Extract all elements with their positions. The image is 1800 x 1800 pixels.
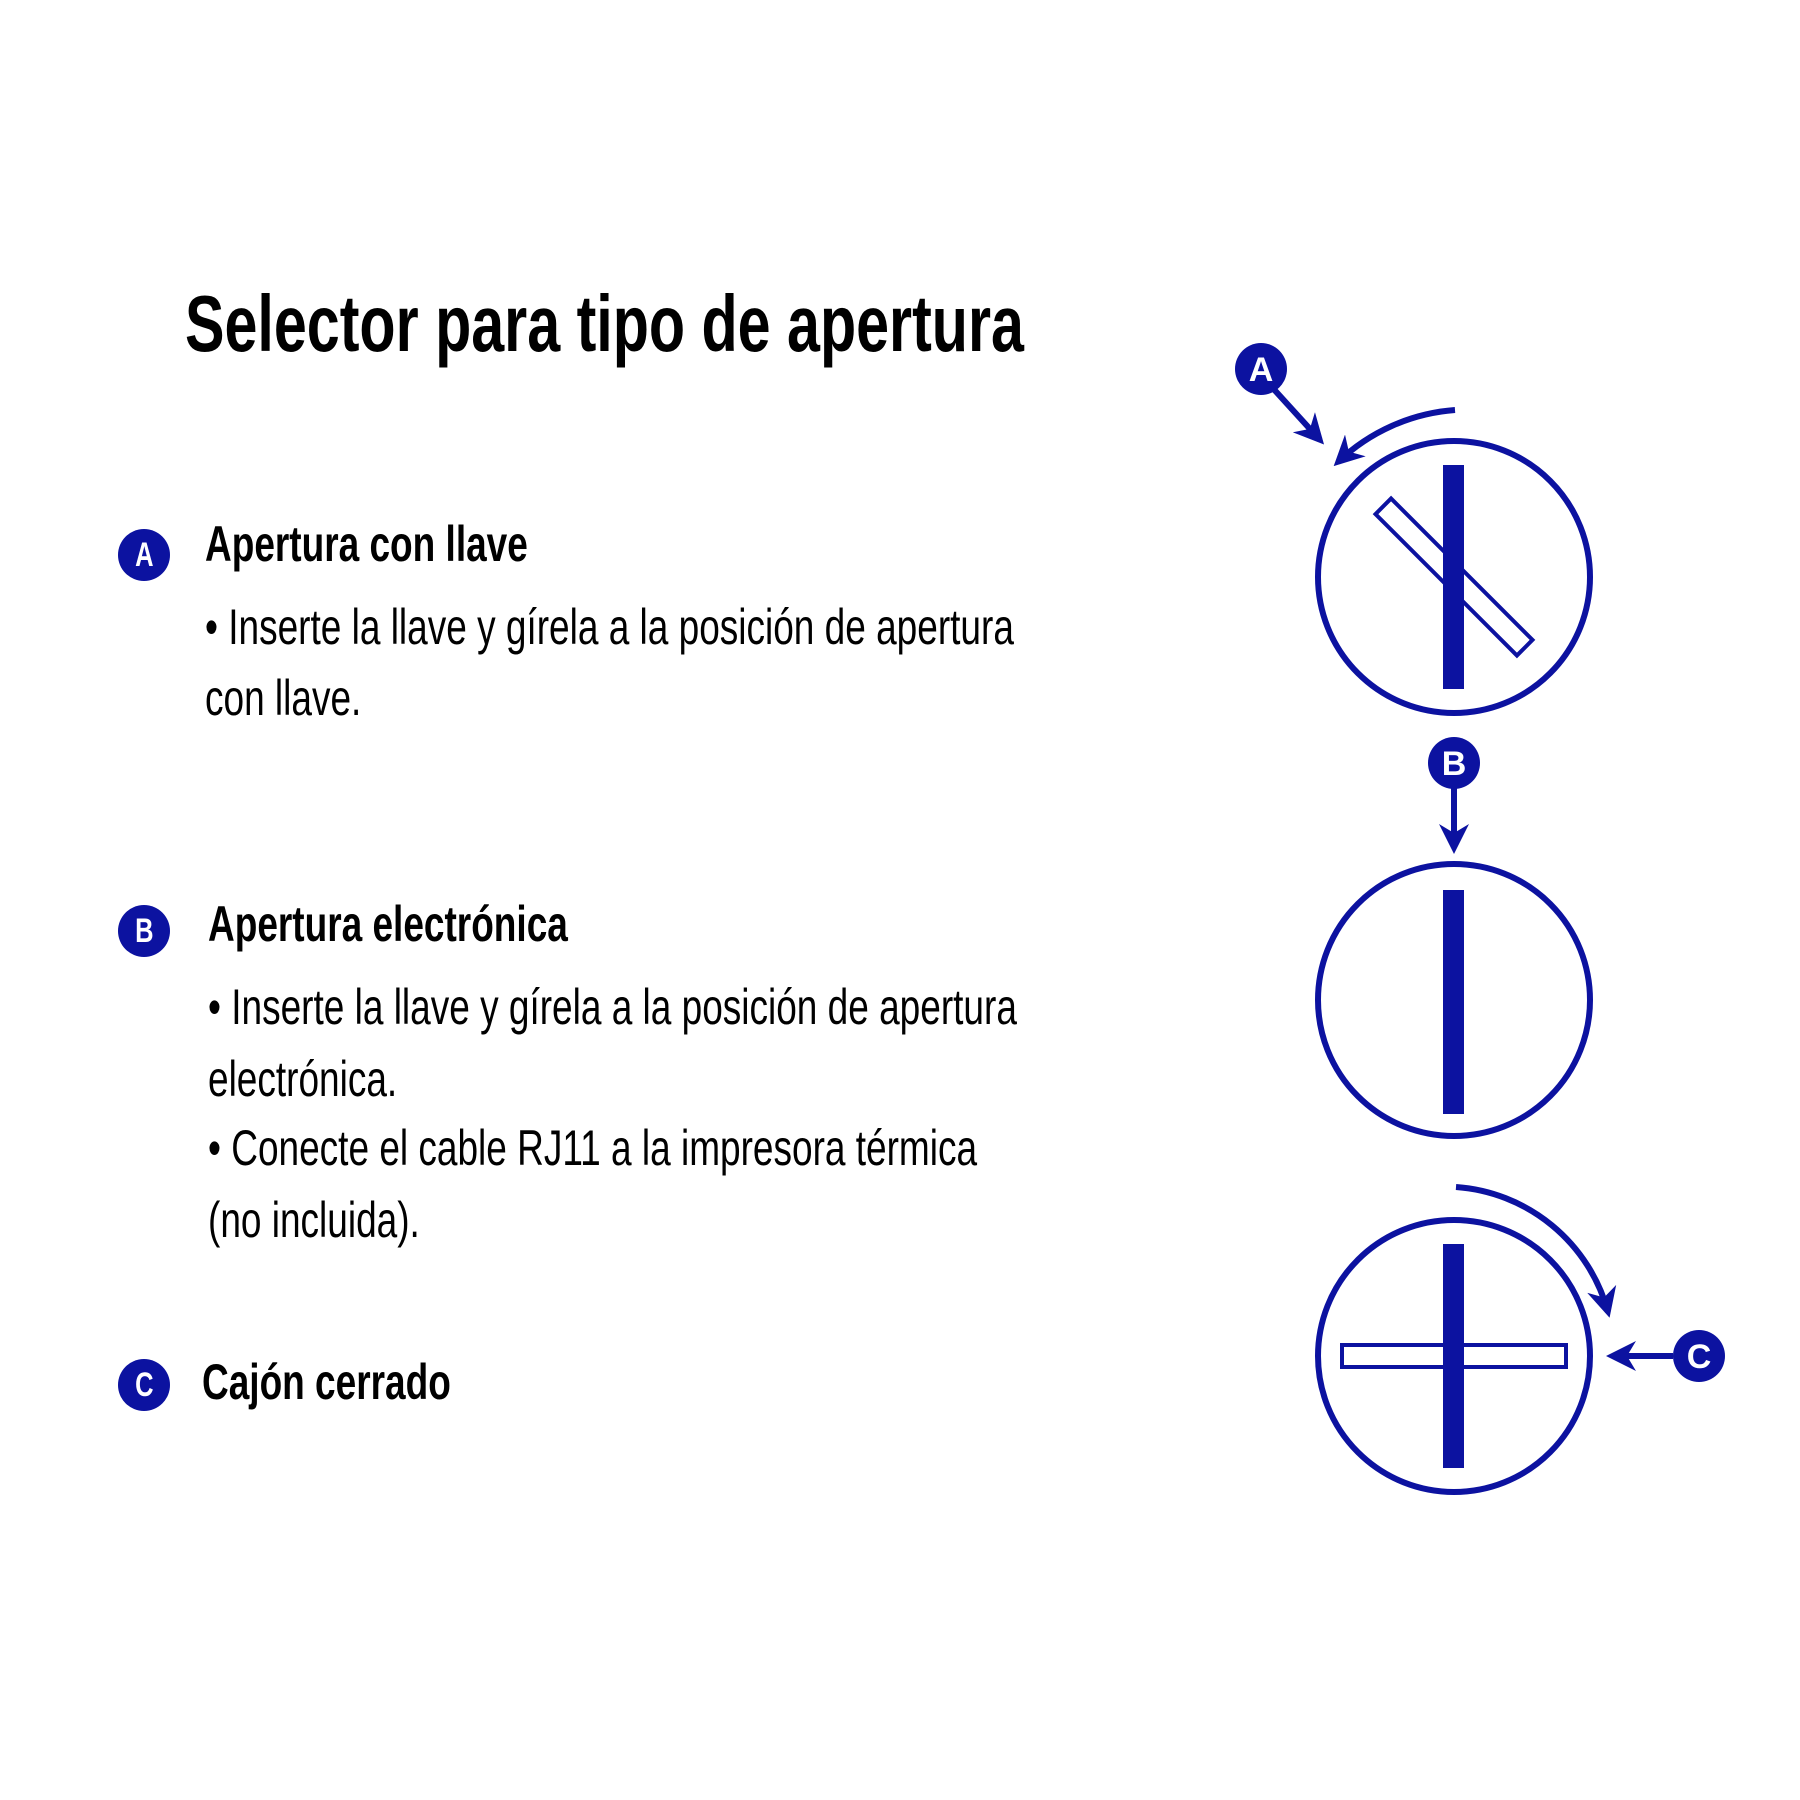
section-c-heading: Cajón cerrado — [202, 1354, 451, 1410]
badge-a: A — [118, 529, 170, 581]
section-b-heading: Apertura electrónica — [208, 896, 568, 952]
diagram-badge-b: B — [1442, 745, 1467, 783]
badge-b: B — [118, 905, 170, 957]
dial-electronic-position — [1315, 861, 1593, 1139]
diagram-badge-c: C — [1687, 1338, 1712, 1376]
pointer-arrow-a — [1267, 382, 1325, 445]
page-title: Selector para tipo de apertura — [185, 279, 1024, 368]
section-a-line: • Inserte la llave y gírela a la posició… — [205, 599, 1014, 655]
dial-key-position — [1315, 438, 1593, 716]
section-b-line: (no incluida). — [208, 1192, 420, 1248]
diagram-badge-a: A — [1249, 351, 1274, 389]
section-b-line: • Conecte el cable RJ11 a la impresora t… — [208, 1120, 978, 1176]
indicator-bar — [1443, 465, 1464, 689]
section-b-line: electrónica. — [208, 1051, 398, 1107]
badge-c: C — [118, 1359, 170, 1411]
indicator-bar — [1443, 890, 1464, 1114]
section-a-heading: Apertura con llave — [205, 516, 528, 572]
section-a-line: con llave. — [205, 670, 362, 726]
indicator-bar — [1443, 1244, 1464, 1468]
rotate-cw-arrow — [1455, 1184, 1617, 1318]
section-b-line: • Inserte la llave y gírela a la posició… — [208, 979, 1017, 1035]
rotate-ccw-arrow — [1333, 407, 1456, 467]
dial-closed-position — [1315, 1217, 1593, 1495]
